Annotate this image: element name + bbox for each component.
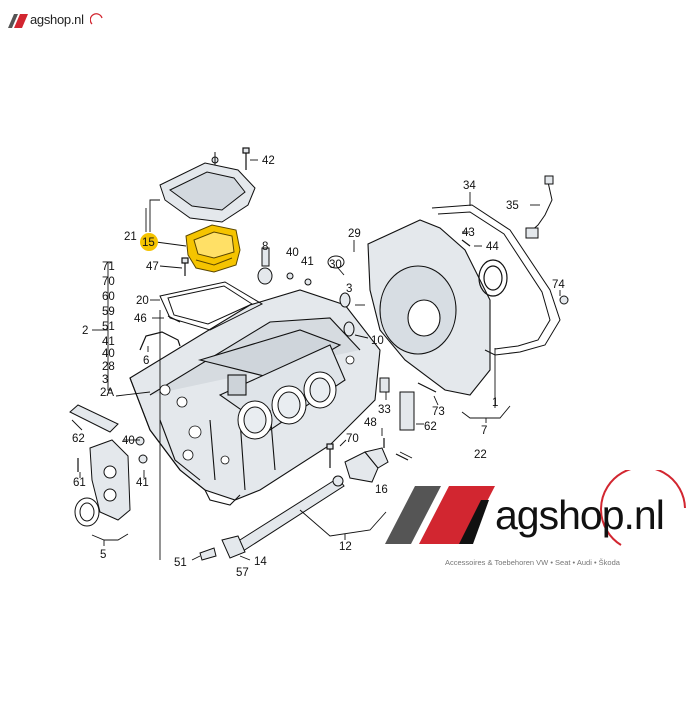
callout-40-top: 40: [286, 247, 299, 259]
callout-46: 46: [134, 313, 147, 325]
callout-7: 7: [481, 425, 487, 437]
callout-41-left: 41: [136, 477, 149, 489]
callout-10: 10: [371, 335, 384, 347]
callout-33: 33: [378, 404, 391, 416]
bracket-14: [199, 535, 246, 561]
rear-housing: [367, 219, 491, 396]
site-logo-small[interactable]: agshop.nl: [8, 10, 108, 32]
callout-41-list: 41: [102, 336, 115, 348]
bracket-16: [344, 447, 389, 483]
callout-42: 42: [262, 155, 275, 167]
callout-2A: 2A: [100, 387, 114, 399]
callout-62-left: 62: [72, 433, 85, 445]
callout-40-list: 40: [102, 348, 115, 360]
bolts: [77, 147, 471, 472]
callout-43: 43: [462, 227, 475, 239]
site-logo-text: agshop.nl: [30, 12, 84, 27]
callout-6: 6: [143, 355, 149, 367]
callout-47: 47: [146, 261, 159, 273]
callout-1: 1: [492, 397, 498, 409]
callout-35: 35: [506, 200, 519, 212]
callout-labels: 42 21 15 47 8 40 41 29 43 44 34 35 71 70…: [72, 155, 565, 579]
callout-51: 51: [174, 557, 187, 569]
callout-60: 60: [102, 291, 115, 303]
callout-34: 34: [463, 180, 476, 192]
callout-73: 73: [432, 406, 445, 418]
callout-61: 61: [73, 477, 86, 489]
block-holes: [159, 355, 355, 465]
watermark-tagline: Accessoires & Toebehoren VW • Seat • Aud…: [445, 558, 620, 567]
callout-8: 8: [262, 241, 268, 253]
callout-70-list: 70: [102, 276, 115, 288]
callout-74: 74: [552, 279, 565, 291]
callout-28: 28: [102, 361, 115, 373]
callout-20: 20: [136, 295, 149, 307]
callout-70: 70: [346, 433, 359, 445]
highlight-marker-15: [140, 233, 158, 251]
front-cover-5: [74, 439, 131, 527]
callout-3-list: 3: [102, 374, 108, 386]
seal-ring: [478, 259, 508, 297]
callout-5: 5: [100, 549, 106, 561]
callout-12: 12: [339, 541, 352, 553]
watermark-logo: agshop.nl Accessoires & Toebehoren VW • …: [385, 470, 695, 580]
small-parts-right: [135, 247, 569, 464]
callout-29: 29: [348, 228, 361, 240]
sensor-35: [525, 175, 554, 239]
cylinder-bores: [237, 371, 337, 440]
callout-14: 14: [254, 556, 267, 568]
callout-16: 16: [375, 484, 388, 496]
highlighted-part-15: [185, 224, 241, 273]
callout-48: 48: [364, 417, 377, 429]
engine-block: [129, 289, 381, 506]
hook-6: [139, 331, 181, 351]
leader-lines: [71, 159, 561, 561]
callout-62-right: 62: [424, 421, 437, 433]
watermark-brand-text: agshop.nl: [495, 492, 665, 538]
logo-mark-icon: [8, 14, 28, 28]
upper-cover: [159, 152, 256, 223]
callout-71: 71: [102, 261, 115, 273]
callout-2: 2: [82, 325, 88, 337]
callout-15: 15: [142, 237, 155, 249]
callout-59: 59: [102, 306, 115, 318]
gasket-20: [159, 281, 264, 331]
callout-21: 21: [124, 231, 137, 243]
part-62-strip: [69, 404, 119, 433]
callout-30: 30: [329, 259, 342, 271]
callout-40-left: 40: [122, 435, 135, 447]
callout-51-list: 51: [102, 321, 115, 333]
callout-22: 22: [474, 449, 487, 461]
callout-57: 57: [236, 567, 249, 579]
callout-3-right: 3: [346, 283, 352, 295]
gasket-34: [431, 204, 561, 356]
callout-41-top: 41: [301, 256, 314, 268]
watermark-mark-icon: [385, 470, 686, 546]
logo-swoosh-icon: [90, 13, 103, 25]
callout-44: 44: [486, 241, 499, 253]
